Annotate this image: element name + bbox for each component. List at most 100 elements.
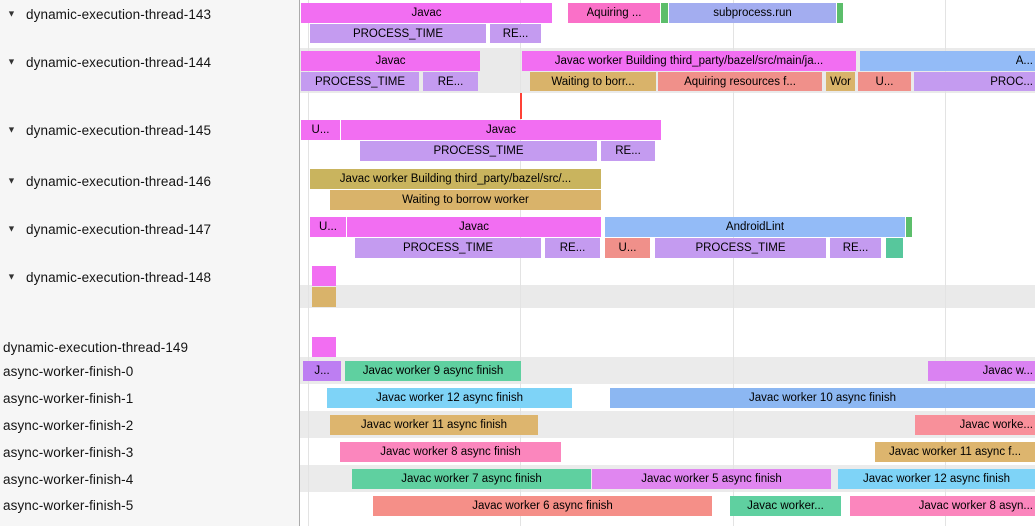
slice-label: J... <box>314 365 330 377</box>
trace-slice[interactable] <box>837 3 843 23</box>
trace-slice[interactable]: Javac worker Building third_party/bazel/… <box>522 51 856 71</box>
trace-slice[interactable]: A... <box>860 51 1035 71</box>
trace-slice[interactable] <box>312 287 336 307</box>
time-gridline <box>308 0 309 526</box>
slice-label: Javac <box>485 124 517 136</box>
slice-label: Javac worke... <box>959 419 1034 431</box>
trace-slice[interactable]: Javac worker 12 async finish <box>327 388 572 408</box>
trace-slice[interactable]: PROCESS_TIME <box>360 141 597 161</box>
trace-slice[interactable] <box>312 266 336 286</box>
trace-slice[interactable]: PROCESS_TIME <box>655 238 826 258</box>
expand-collapse-arrow-icon[interactable]: ▼ <box>7 271 17 282</box>
trace-slice[interactable]: Javac <box>341 120 661 140</box>
track-name-row[interactable]: ▼ dynamic-execution-thread-145 <box>0 120 299 140</box>
time-gridline <box>520 0 521 526</box>
trace-slice[interactable]: U... <box>605 238 650 258</box>
trace-slice[interactable]: Javac worker 12 async finish <box>838 469 1035 489</box>
track-name-row[interactable]: async-worker-finish-0 <box>0 361 299 381</box>
trace-slice[interactable]: Javac <box>301 3 552 23</box>
trace-slice[interactable]: PROC... <box>914 72 1035 91</box>
trace-slice[interactable]: Javac worker 8 async finish <box>340 442 561 462</box>
slice-label: Javac w... <box>982 365 1034 377</box>
trace-slice[interactable]: PROCESS_TIME <box>310 24 486 43</box>
slice-label: Javac <box>375 55 406 67</box>
track-name-row[interactable]: async-worker-finish-5 <box>0 495 299 515</box>
trace-slice[interactable]: J... <box>303 361 341 381</box>
trace-slice[interactable]: U... <box>310 217 346 237</box>
slice-label: subprocess.run <box>713 7 792 19</box>
trace-slice[interactable]: Wor <box>826 72 855 91</box>
trace-slice[interactable]: Javac worke... <box>915 415 1035 435</box>
trace-slice[interactable]: Javac worker 7 async finish <box>352 469 591 489</box>
trace-slice[interactable]: Javac worker 10 async finish <box>610 388 1035 408</box>
track-name-row[interactable]: ▼dynamic-execution-thread-147 <box>0 219 299 239</box>
slice-label: Javac worker 8 asyn... <box>918 500 1033 512</box>
track-name-row[interactable]: dynamic-execution-thread-149 <box>0 337 299 357</box>
slice-label: RE... <box>615 145 641 157</box>
trace-slice[interactable]: RE... <box>423 72 478 91</box>
trace-slice[interactable]: RE... <box>490 24 541 43</box>
slice-label: Javac worker 11 async f... <box>888 446 1022 458</box>
trace-slice[interactable]: Javac worker 11 async finish <box>330 415 538 435</box>
slice-label: Waiting to borrow worker <box>402 194 529 206</box>
track-name-row[interactable]: ▼dynamic-execution-thread-144 <box>0 52 299 72</box>
track-label: dynamic-execution-thread-145 <box>26 122 212 138</box>
trace-slice[interactable]: RE... <box>601 141 655 161</box>
trace-slice[interactable] <box>906 217 912 237</box>
expand-collapse-arrow-icon[interactable]: ▼ <box>7 175 17 186</box>
trace-slice[interactable]: PROCESS_TIME <box>301 72 419 91</box>
trace-slice[interactable]: Javac worker Building third_party/bazel/… <box>310 169 601 189</box>
expand-collapse-arrow-icon[interactable]: ▼ <box>7 223 17 234</box>
trace-slice[interactable] <box>886 238 903 258</box>
track-label: async-worker-finish-5 <box>3 497 134 513</box>
trace-slice[interactable]: Javac worker 9 async finish <box>345 361 521 381</box>
trace-slice[interactable]: Javac worker 8 asyn... <box>850 496 1035 516</box>
slice-label: PROCESS_TIME <box>352 27 444 40</box>
track-label: async-worker-finish-0 <box>3 363 134 379</box>
trace-slice[interactable]: U... <box>301 120 340 140</box>
track-name-row[interactable]: async-worker-finish-2 <box>0 415 299 435</box>
trace-slice[interactable]: Aquiring ... <box>568 3 660 23</box>
slice-label: Javac worker Building third_party/bazel/… <box>554 55 824 67</box>
expand-collapse-arrow-icon[interactable]: ▼ <box>7 56 17 67</box>
time-marker-line <box>520 93 522 119</box>
trace-slice[interactable]: Javac worker 11 async f... <box>875 442 1035 462</box>
track-name-row[interactable]: async-worker-finish-4 <box>0 469 299 489</box>
slice-label: Javac <box>458 221 490 233</box>
trace-slice[interactable]: Waiting to borrow worker <box>330 190 601 210</box>
trace-slice[interactable]: Javac worker 5 async finish <box>592 469 831 489</box>
trace-slice[interactable]: RE... <box>545 238 600 258</box>
trace-slice[interactable]: Waiting to borr... <box>530 72 656 91</box>
track-name-panel: ▼dynamic-execution-thread-143▼dynamic-ex… <box>0 0 300 526</box>
slice-label: Waiting to borr... <box>551 75 635 88</box>
trace-slice[interactable]: Aquiring resources f... <box>658 72 822 91</box>
track-label: async-worker-finish-4 <box>3 471 134 487</box>
trace-slice[interactable]: subprocess.run <box>669 3 836 23</box>
slice-label: Javac worker 12 async finish <box>375 392 523 404</box>
trace-slice[interactable]: Javac worker... <box>730 496 841 516</box>
slice-label: RE... <box>437 75 464 88</box>
track-name-row[interactable]: ▼ dynamic-execution-thread-146 <box>0 171 299 191</box>
track-name-row[interactable]: async-worker-finish-1 <box>0 388 299 408</box>
trace-slice[interactable] <box>661 3 668 23</box>
slice-label: Javac worker Building third_party/bazel/… <box>339 173 572 185</box>
slice-label: PROCESS_TIME <box>433 145 524 157</box>
trace-slice[interactable]: AndroidLint <box>605 217 905 237</box>
track-name-row[interactable]: ▼dynamic-execution-thread-148 <box>0 267 299 287</box>
expand-collapse-arrow-icon[interactable]: ▼ <box>7 8 17 19</box>
track-name-row[interactable]: async-worker-finish-3 <box>0 442 299 462</box>
trace-slice[interactable]: Javac worker 6 async finish <box>373 496 712 516</box>
trace-slice[interactable]: PROCESS_TIME <box>355 238 541 258</box>
expand-collapse-arrow-icon[interactable]: ▼ <box>7 124 17 135</box>
trace-slice[interactable]: Javac w... <box>928 361 1035 381</box>
trace-slice[interactable]: Javac <box>347 217 601 237</box>
track-name-row[interactable]: ▼dynamic-execution-thread-143 <box>0 4 299 24</box>
slice-label: U... <box>319 221 337 233</box>
trace-slice[interactable]: U... <box>858 72 911 91</box>
track-label: dynamic-execution-thread-146 <box>26 173 212 189</box>
trace-slice[interactable] <box>312 337 336 357</box>
trace-slice[interactable]: RE... <box>830 238 881 258</box>
trace-slice[interactable]: Javac <box>301 51 480 71</box>
track-label: async-worker-finish-3 <box>3 444 134 460</box>
